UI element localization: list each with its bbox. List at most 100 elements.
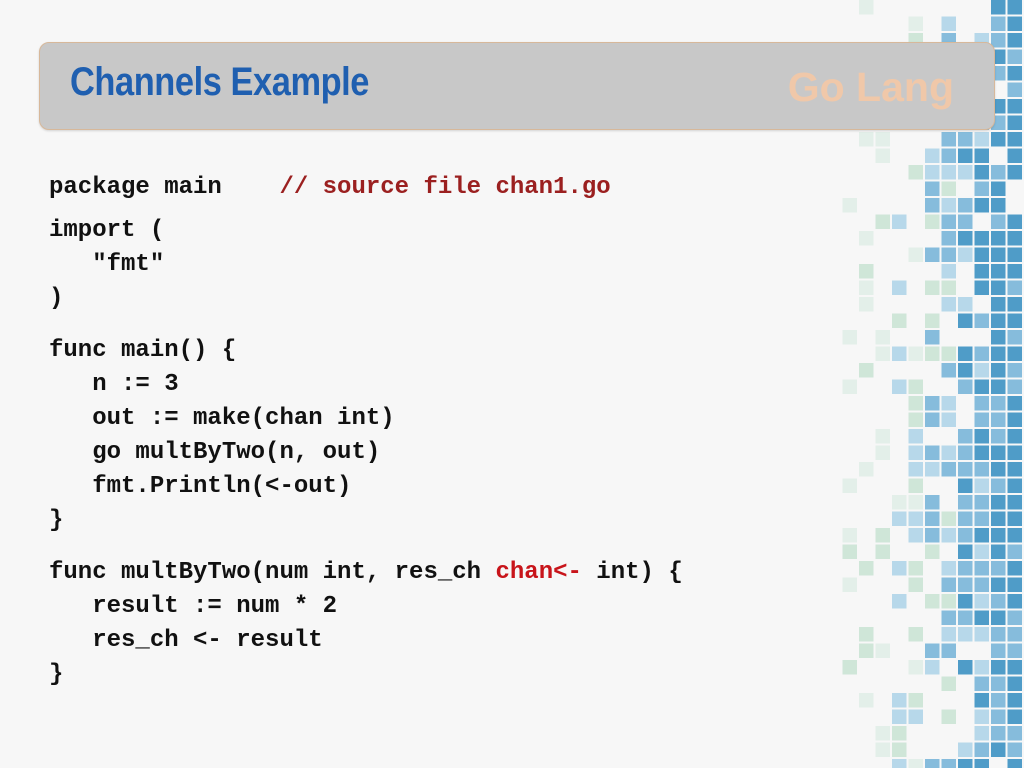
mosaic-tile: [991, 231, 1006, 246]
mosaic-tile: [925, 198, 940, 213]
mosaic-tile: [958, 742, 973, 757]
mosaic-tile: [908, 495, 923, 510]
mosaic-tile: [925, 660, 940, 675]
mosaic-tile: [941, 561, 956, 576]
mosaic-tile: [892, 709, 907, 724]
mosaic-tile: [974, 396, 989, 411]
mosaic-tile: [908, 660, 923, 675]
mosaic-tile: [892, 495, 907, 510]
mosaic-tile: [842, 528, 857, 543]
mosaic-tile: [991, 709, 1006, 724]
mosaic-tile: [1007, 495, 1022, 510]
mosaic-tile: [1007, 280, 1022, 295]
mosaic-tile: [991, 528, 1006, 543]
mosaic-tile: [925, 445, 940, 460]
code-line: }: [49, 661, 64, 688]
mosaic-tile: [1007, 346, 1022, 361]
mosaic-tile: [875, 148, 890, 163]
mosaic-tile: [875, 445, 890, 460]
mosaic-tile: [908, 16, 923, 31]
mosaic-tile: [991, 363, 1006, 378]
mosaic-tile: [941, 643, 956, 658]
mosaic-tile: [991, 511, 1006, 526]
mosaic-tile: [1007, 313, 1022, 328]
mosaic-tile: [842, 577, 857, 592]
mosaic-tile: [908, 412, 923, 427]
mosaic-tile: [991, 429, 1006, 444]
mosaic-tile: [1007, 66, 1022, 81]
mosaic-tile: [908, 247, 923, 262]
mosaic-tile: [1007, 396, 1022, 411]
mosaic-tile: [991, 247, 1006, 262]
mosaic-tile: [974, 148, 989, 163]
mosaic-tile: [941, 280, 956, 295]
mosaic-tile: [991, 561, 1006, 576]
mosaic-tile: [1007, 429, 1022, 444]
mosaic-tile: [1007, 709, 1022, 724]
slide-subtitle: Go Lang: [787, 64, 954, 110]
mosaic-tile: [925, 759, 940, 768]
mosaic-tile: [991, 313, 1006, 328]
mosaic-tile: [1007, 462, 1022, 477]
mosaic-tile: [941, 511, 956, 526]
mosaic-tile: [974, 379, 989, 394]
mosaic-tile: [991, 544, 1006, 559]
mosaic-tile: [991, 726, 1006, 741]
mosaic-tile: [925, 346, 940, 361]
mosaic-tile: [1007, 478, 1022, 493]
mosaic-tile: [941, 132, 956, 147]
mosaic-tile: [941, 198, 956, 213]
mosaic-tile: [859, 363, 874, 378]
mosaic-tile: [941, 181, 956, 196]
mosaic-tile: [974, 462, 989, 477]
mosaic-tile: [991, 0, 1006, 15]
mosaic-tile: [991, 676, 1006, 691]
mosaic-tile: [941, 627, 956, 642]
mosaic-tile: [958, 231, 973, 246]
mosaic-tile: [991, 280, 1006, 295]
mosaic-tile: [925, 594, 940, 609]
mosaic-tile: [941, 247, 956, 262]
mosaic-tile: [991, 297, 1006, 312]
mosaic-tile: [1007, 660, 1022, 675]
mosaic-tile: [941, 363, 956, 378]
mosaic-tile: [991, 214, 1006, 229]
mosaic-tile: [859, 643, 874, 658]
mosaic-tile: [859, 561, 874, 576]
code-line: ): [49, 285, 64, 312]
code-comment: // source file chan1.go: [279, 174, 611, 201]
code-line: package main // source file chan1.go: [49, 174, 611, 201]
mosaic-tile: [974, 181, 989, 196]
mosaic-tile: [875, 726, 890, 741]
mosaic-tile: [1007, 693, 1022, 708]
mosaic-tile: [892, 313, 907, 328]
mosaic-tile: [1007, 511, 1022, 526]
mosaic-tile: [974, 495, 989, 510]
mosaic-tile: [941, 709, 956, 724]
mosaic-tile: [958, 610, 973, 625]
mosaic-tile: [1007, 0, 1022, 15]
mosaic-tile: [925, 280, 940, 295]
mosaic-tile: [974, 726, 989, 741]
mosaic-tile: [925, 214, 940, 229]
mosaic-tile: [991, 16, 1006, 31]
mosaic-tile: [859, 627, 874, 642]
mosaic-tile: [1007, 231, 1022, 246]
mosaic-tile: [908, 445, 923, 460]
mosaic-tile: [859, 264, 874, 279]
mosaic-tile: [925, 643, 940, 658]
mosaic-tile: [941, 528, 956, 543]
mosaic-tile: [991, 594, 1006, 609]
mosaic-tile: [1007, 528, 1022, 543]
mosaic-tile: [1007, 247, 1022, 262]
mosaic-tile: [974, 544, 989, 559]
mosaic-tile: [941, 676, 956, 691]
mosaic-tile: [908, 478, 923, 493]
mosaic-tile: [859, 280, 874, 295]
mosaic-tile: [974, 660, 989, 675]
mosaic-tile: [925, 165, 940, 180]
mosaic-tile: [974, 231, 989, 246]
mosaic-tile: [908, 561, 923, 576]
mosaic-tile: [958, 429, 973, 444]
mosaic-tile: [892, 280, 907, 295]
